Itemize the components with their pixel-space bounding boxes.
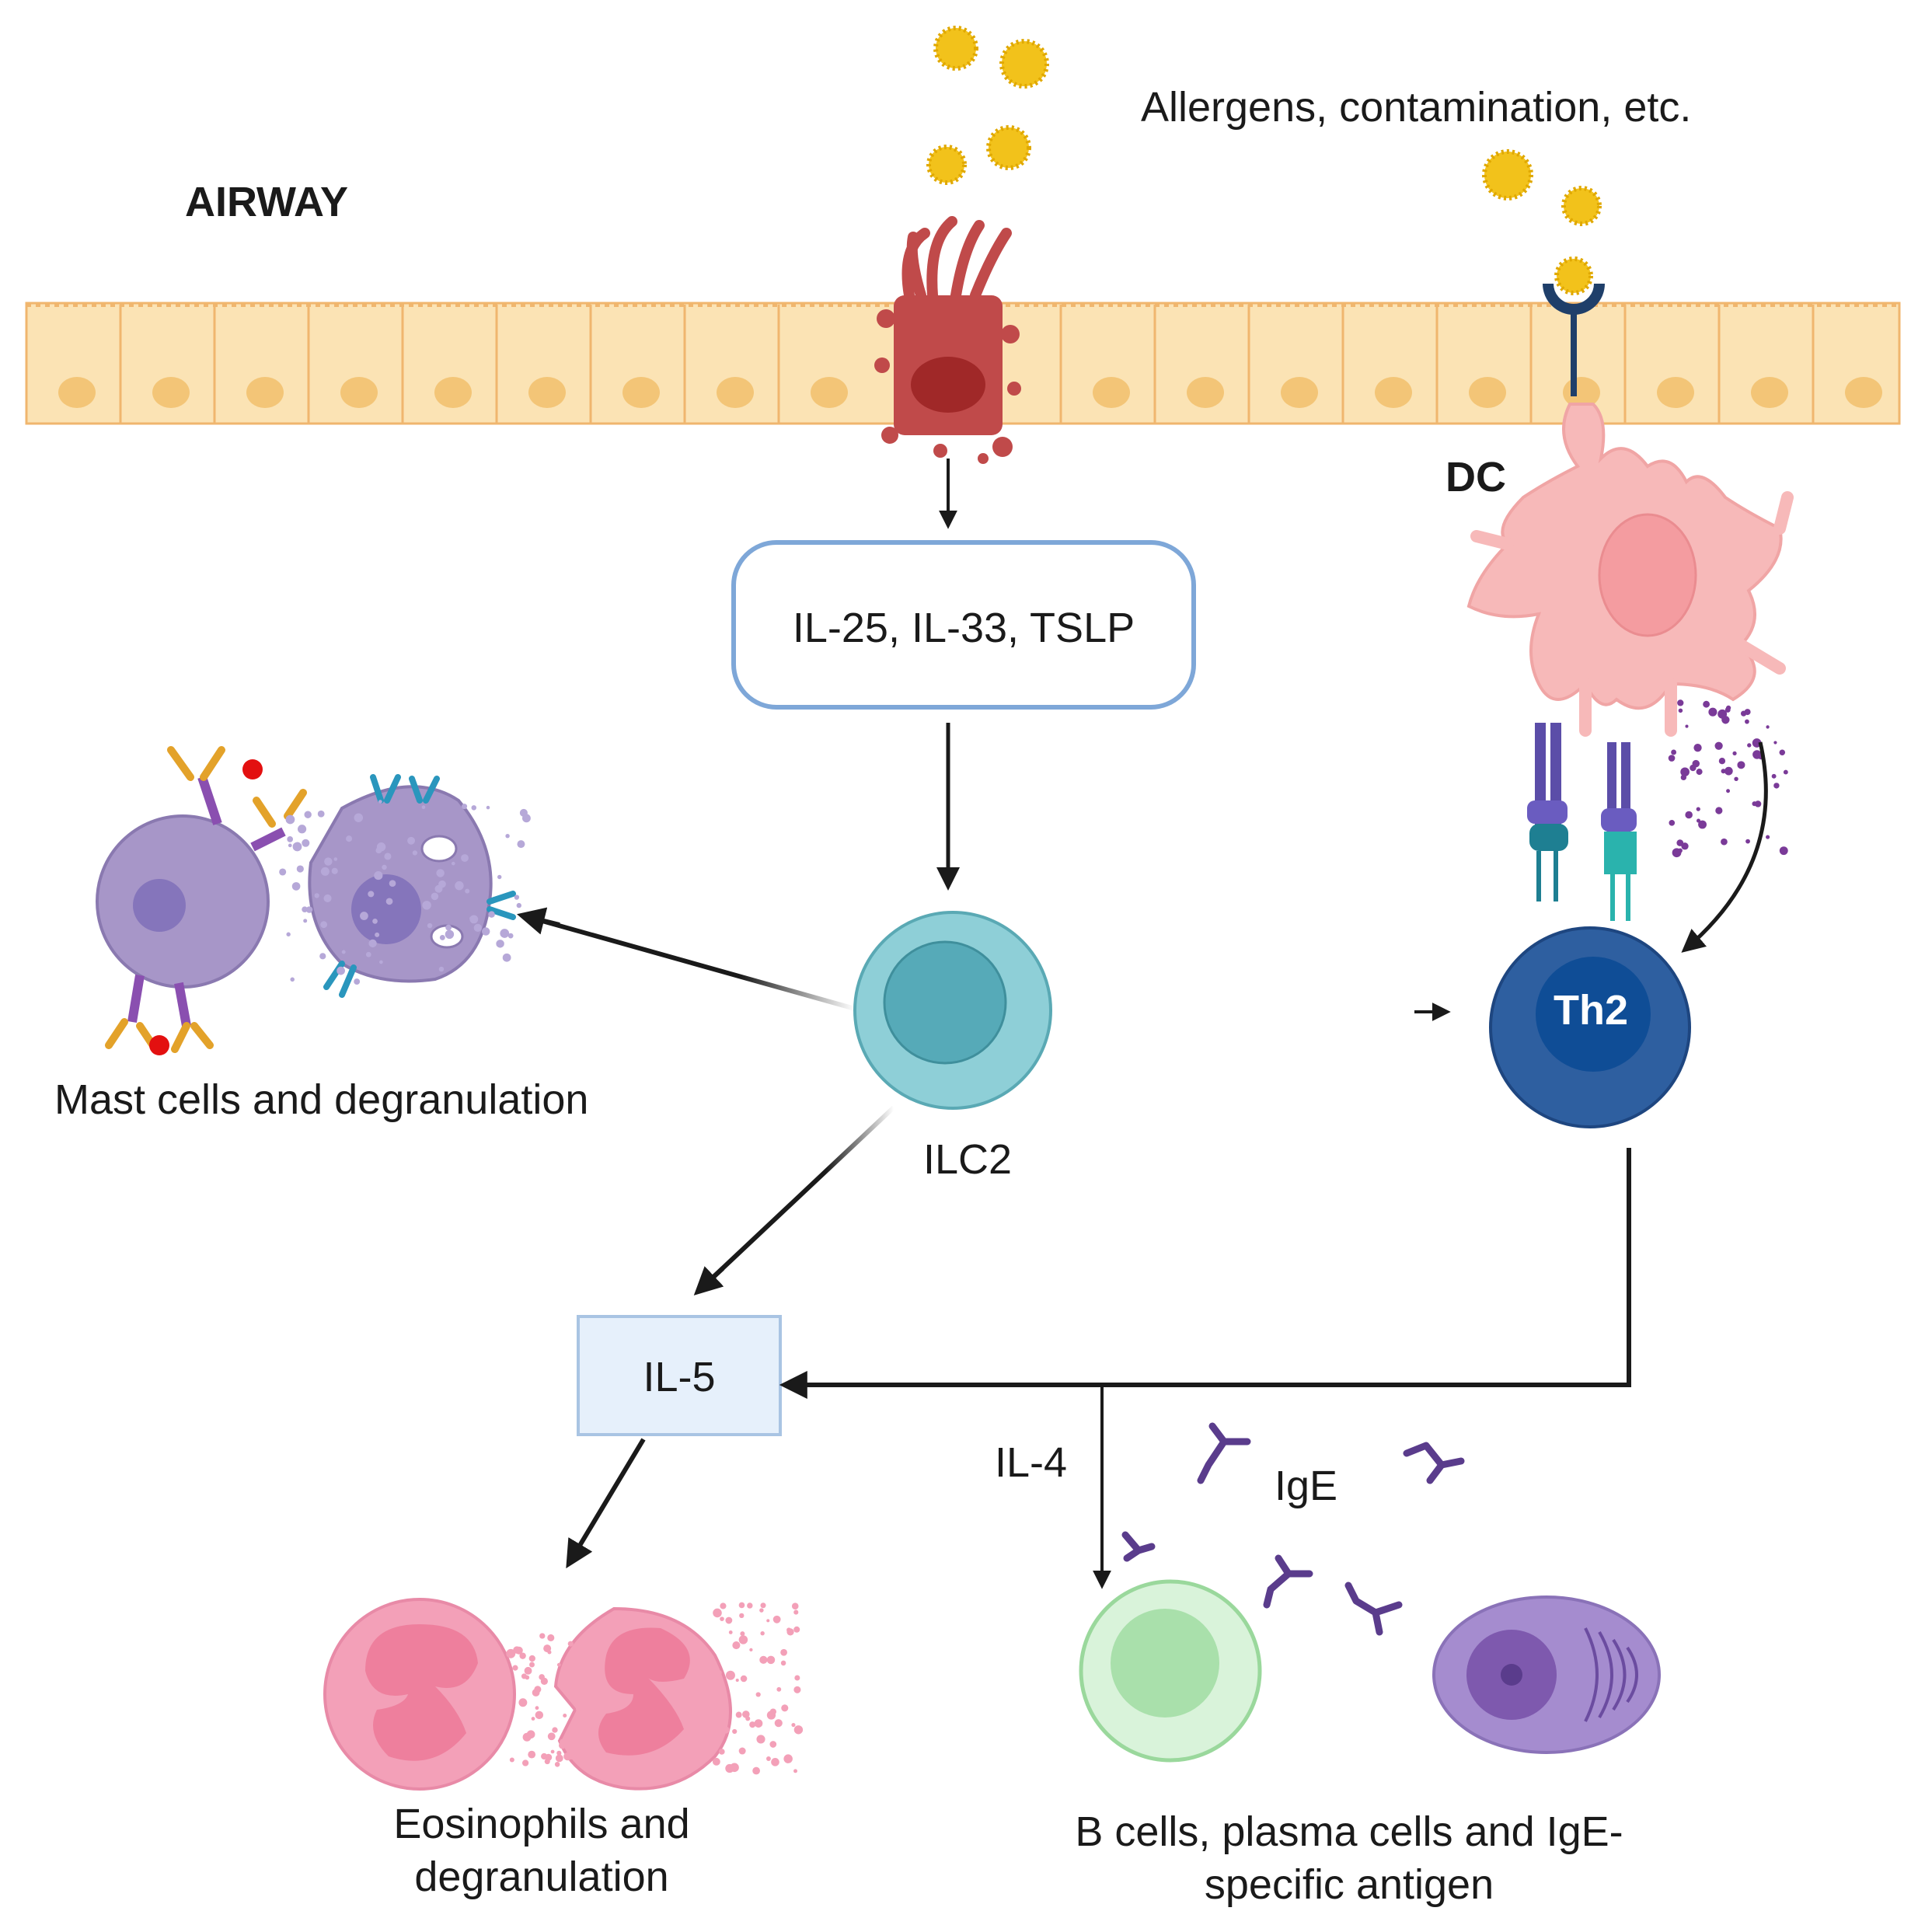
- ilc2-cell-icon: [853, 911, 1052, 1110]
- airway-label: AIRWAY: [185, 179, 348, 225]
- ilc2-label: ILC2: [923, 1136, 1012, 1183]
- ige-antibody-icon: [1121, 1422, 1465, 1636]
- epithelial-cells: [25, 305, 1882, 424]
- mhc-tcr-receptor-icon: [1601, 742, 1637, 921]
- cytokines-label: IL-25, IL-33, TSLP: [793, 605, 1135, 651]
- eos-label-line1: Eosinophils and: [393, 1801, 689, 1847]
- il5-label: IL-5: [643, 1354, 715, 1400]
- ige-label: IgE: [1275, 1463, 1337, 1509]
- arrow-dc-to-th2: [1681, 741, 1768, 953]
- il4-label: IL-4: [995, 1439, 1067, 1486]
- dc-secretion-icon: [1668, 699, 1788, 858]
- il5-box: IL-5: [577, 1315, 782, 1436]
- epithelial-receptor-icon: [1543, 283, 1605, 396]
- dc-label: DC: [1445, 454, 1506, 500]
- arrow-ilc2-to-mast: [517, 907, 560, 935]
- b-cell-icon: [1079, 1579, 1262, 1763]
- bcell-label-line1: B cells, plasma cells and IgE-: [1075, 1808, 1623, 1855]
- damaged-epithelial-cell-icon: [874, 216, 1021, 464]
- mast-cell-degranulating-icon: [308, 774, 516, 998]
- cytokine-box: IL-25, IL-33, TSLP: [731, 540, 1196, 710]
- plasma-cell-icon: [1432, 1595, 1661, 1754]
- bcell-label-line2: specific antigen: [1205, 1861, 1494, 1908]
- arrow-th2-to-il5: [779, 1148, 1631, 1399]
- mast-label: Mast cells and degranulation: [54, 1076, 588, 1123]
- mast-cell-icon: [96, 746, 307, 1055]
- mhc-tcr-receptor-icon: [1527, 723, 1568, 901]
- allergen-icon: [926, 26, 1602, 295]
- eosinophil-icon: [323, 1598, 516, 1791]
- arrow-ilc2-to-il5: [693, 1266, 725, 1296]
- th2-label: Th2: [1554, 987, 1628, 1034]
- th2-cell-icon: Th2: [1489, 926, 1691, 1128]
- eosinophil-degranulating-icon: [553, 1606, 732, 1791]
- eos-label-line2: degranulation: [414, 1854, 668, 1900]
- granule-dots: [279, 800, 531, 985]
- allergens-label: Allergens, contamination, etc.: [1141, 84, 1691, 131]
- dendritic-cell-icon: [1466, 403, 1794, 737]
- granule-dots: [506, 1602, 804, 1775]
- arrow-il5-to-eosinophils: [566, 1438, 646, 1569]
